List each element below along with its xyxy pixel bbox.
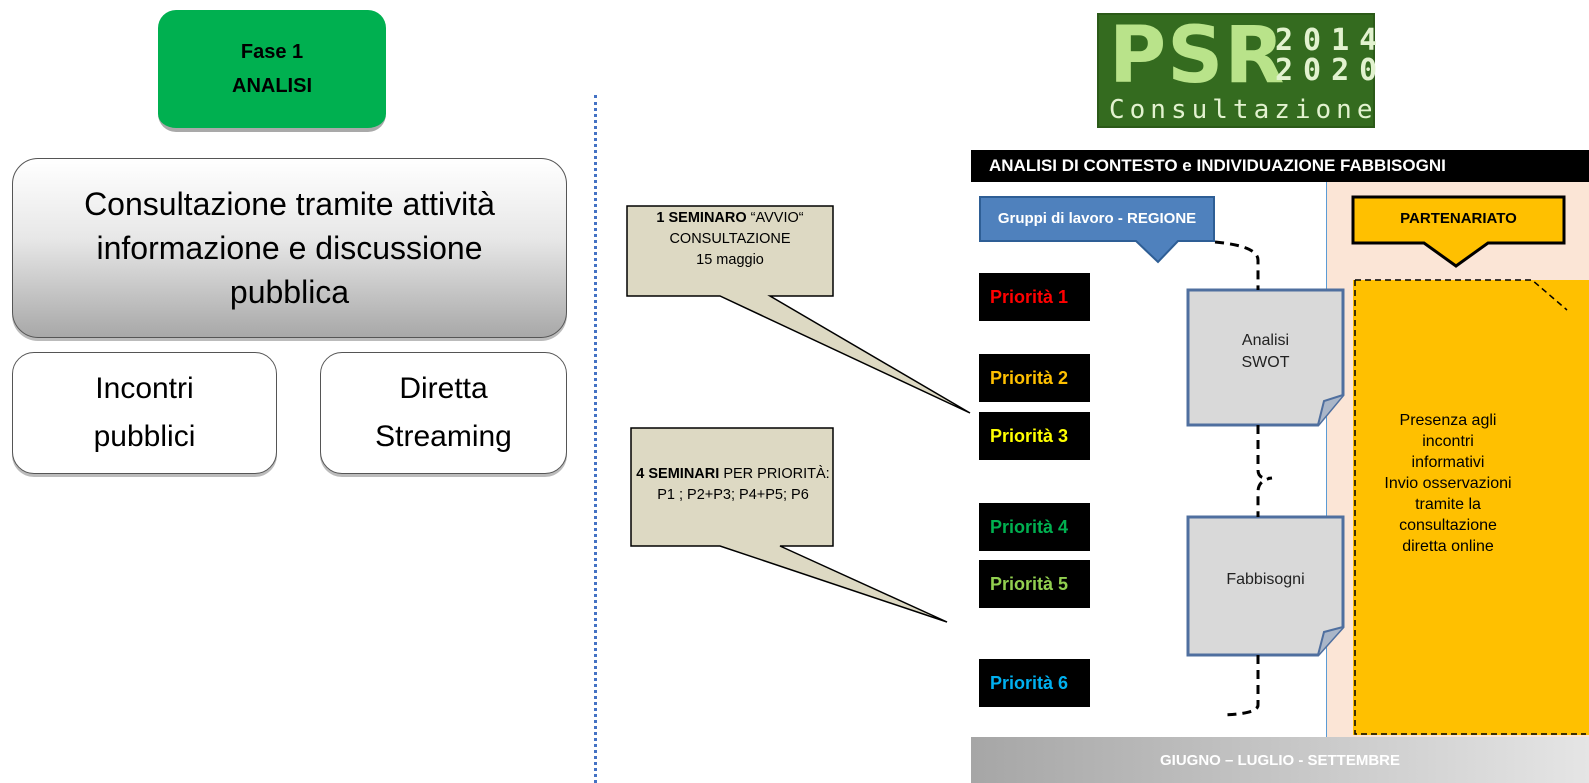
analysis-header: ANALISI DI CONTESTO e INDIVIDUAZIONE FAB… [971, 150, 1589, 182]
partnership-line: Presenza agli [1399, 412, 1497, 429]
seminar4-bold: 4 SEMINARI [636, 466, 720, 482]
priority-4: Priorità 4 [979, 503, 1090, 551]
priority-5-label: Priorità 5 [990, 573, 1069, 594]
seminar1-line2: CONSULTAZIONE [669, 231, 791, 247]
groups-arrow [979, 196, 1215, 264]
partnership-label: PARTENARIATO [1400, 210, 1517, 227]
needs-note: Fabbisogni [1226, 571, 1305, 588]
partnership-line: consultazione [1399, 517, 1497, 534]
swot-note-line1: Analisi [1241, 332, 1290, 349]
partnership-line: Invio osservazioni [1384, 475, 1512, 492]
timeline-footer: GIUGNO – LUGLIO - SETTEMBRE [971, 737, 1589, 783]
seminar1-callout-shape [626, 205, 971, 414]
priority-5: Priorità 5 [979, 560, 1090, 608]
seminar1-rest: “AVVIO“ [746, 210, 804, 226]
priority-2: Priorità 2 [979, 354, 1090, 402]
partnership-description: Presenza agli incontri informativi Invio… [1353, 410, 1543, 557]
logo-year-end: 2020 [1275, 53, 1388, 88]
public-meetings-box: Incontri pubblici [12, 352, 277, 474]
priority-6: Priorità 6 [979, 659, 1090, 707]
seminar1-callout: 1 SEMINARO “AVVIO“ CONSULTAZIONE 15 magg… [630, 208, 830, 271]
swot-note: Analisi SWOT [1188, 330, 1343, 374]
seminar4-rest: PER PRIORITÀ: [719, 466, 830, 482]
priority-1: Priorità 1 [979, 273, 1090, 321]
seminar1-bold: 1 SEMINARO [656, 210, 747, 226]
public-meetings-line2: pubblici [93, 420, 196, 453]
dashed-bracket [1214, 240, 1273, 717]
seminar4-callout-shape [630, 427, 948, 623]
priority-1-label: Priorità 1 [990, 286, 1069, 307]
partnership-arrow [1351, 195, 1566, 268]
live-streaming-line2: Streaming [375, 420, 512, 453]
partnership-dashed-border [1354, 279, 1586, 735]
priority-2-label: Priorità 2 [990, 367, 1069, 388]
partnership-line: informativi [1411, 454, 1485, 471]
live-streaming-box: Diretta Streaming [320, 352, 567, 474]
timeline-footer-text: GIUGNO – LUGLIO - SETTEMBRE [1159, 751, 1400, 769]
logo-subtitle: Consultazione [1109, 95, 1378, 125]
phase-name: ANALISI [232, 75, 312, 97]
priority-4-label: Priorità 4 [990, 516, 1069, 537]
analysis-header-text: ANALISI DI CONTESTO e INDIVIDUAZIONE FAB… [989, 156, 1446, 175]
phase-badge: Fase 1 ANALISI [158, 10, 386, 132]
swot-note-line2: SWOT [1241, 354, 1290, 371]
partnership-line: incontri [1422, 433, 1474, 450]
seminar4-callout: 4 SEMINARI PER PRIORITÀ: P1 ; P2+P3; P4+… [634, 464, 832, 506]
consultation-text: Consultazione tramite attività informazi… [84, 186, 495, 310]
partnership-box [1353, 280, 1589, 735]
public-meetings-line1: Incontri [95, 372, 194, 405]
logo-psr-text: PSR [1109, 11, 1286, 101]
seminar1-date: 15 maggio [696, 252, 764, 268]
logo-year-start: 2014 [1275, 23, 1388, 58]
phase-number: Fase 1 [240, 41, 304, 63]
partnership-line: diretta online [1402, 538, 1494, 555]
consultation-box: Consultazione tramite attività informazi… [12, 158, 567, 338]
priority-3-label: Priorità 3 [990, 425, 1069, 446]
priority-3: Priorità 3 [979, 412, 1090, 460]
psr-logo: PSR 2014 2020 Consultazione [1097, 11, 1378, 128]
partnership-line: tramite la [1415, 496, 1481, 513]
live-streaming-line1: Diretta [399, 372, 488, 405]
seminar4-line2: P1 ; P2+P3; P4+P5; P6 [657, 487, 809, 503]
priority-6-label: Priorità 6 [990, 672, 1069, 693]
groups-label: Gruppi di lavoro - REGIONE [997, 210, 1197, 227]
vertical-divider [594, 95, 597, 783]
